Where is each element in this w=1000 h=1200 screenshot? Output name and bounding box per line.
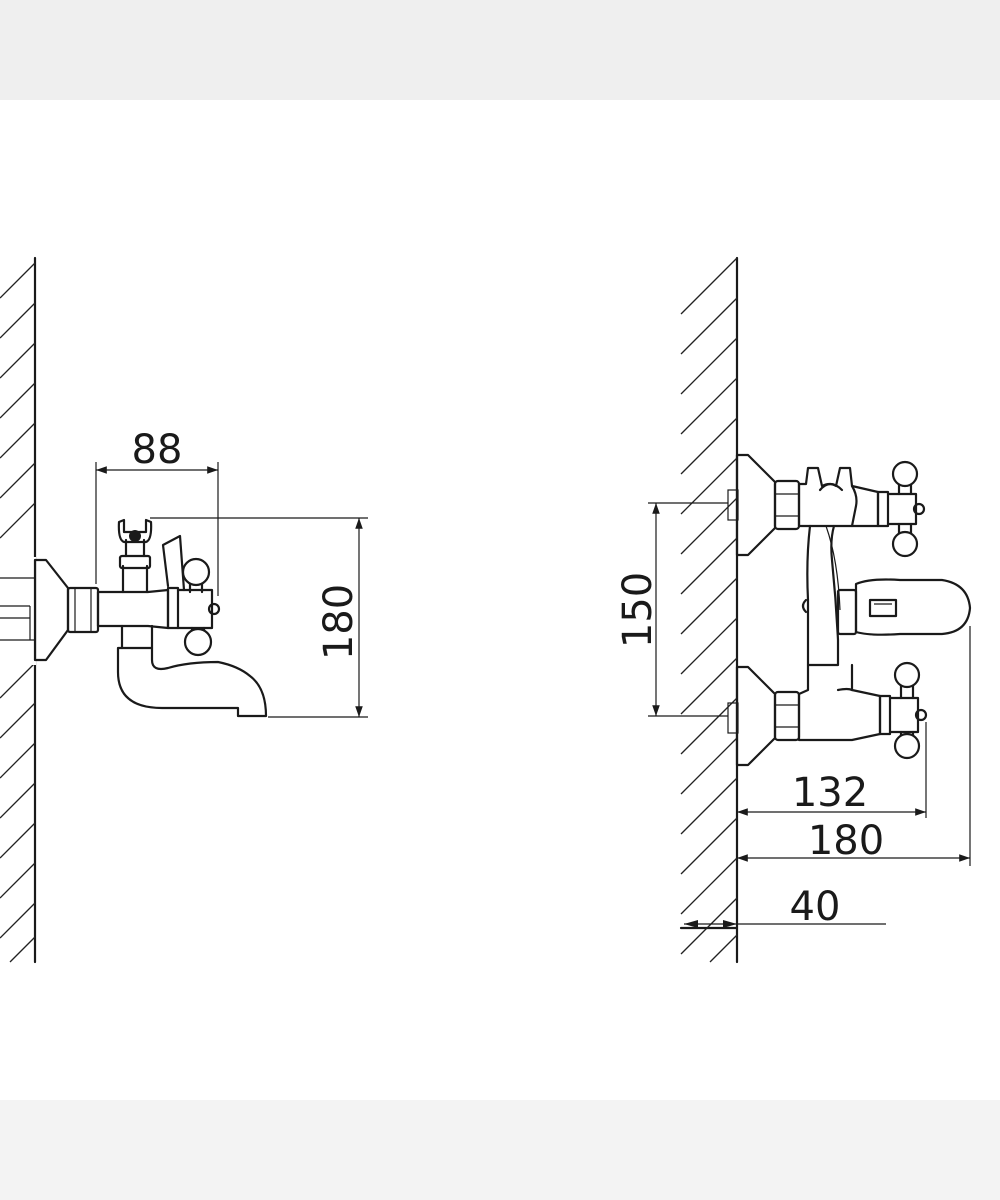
- lower-cross-handle: [878, 661, 928, 760]
- dim-150: 150: [615, 502, 728, 717]
- dim-132-label: 132: [792, 770, 868, 816]
- front-view: 150 132 180 40: [615, 256, 972, 964]
- dim-132: 132: [737, 722, 927, 818]
- dim-150-label: 150: [615, 572, 661, 648]
- side-wall: [0, 256, 37, 964]
- side-wall-hatching: [0, 262, 36, 963]
- dim-180-front: 180: [737, 626, 971, 866]
- upper-cross-handle: [876, 460, 926, 558]
- lower-inlet: [735, 665, 801, 767]
- upper-inlet: [735, 453, 801, 557]
- faucet-side-body: [33, 518, 268, 718]
- dim-180-side-label: 180: [316, 584, 362, 660]
- dim-180-side: 180: [150, 517, 368, 718]
- top-band: [0, 0, 1000, 100]
- dim-88: 88: [95, 427, 219, 596]
- dim-40: 40: [684, 884, 886, 930]
- front-faucet-body: [797, 466, 972, 742]
- dim-40-label: 40: [790, 884, 841, 930]
- bottom-band: [0, 1100, 1000, 1200]
- holder-dot-icon: [129, 530, 141, 542]
- side-view: 88 180: [0, 256, 368, 964]
- front-wall: [679, 256, 739, 964]
- dim-180-front-label: 180: [808, 818, 884, 864]
- front-wall-hatching: [680, 257, 738, 963]
- dim-88-label: 88: [132, 427, 183, 473]
